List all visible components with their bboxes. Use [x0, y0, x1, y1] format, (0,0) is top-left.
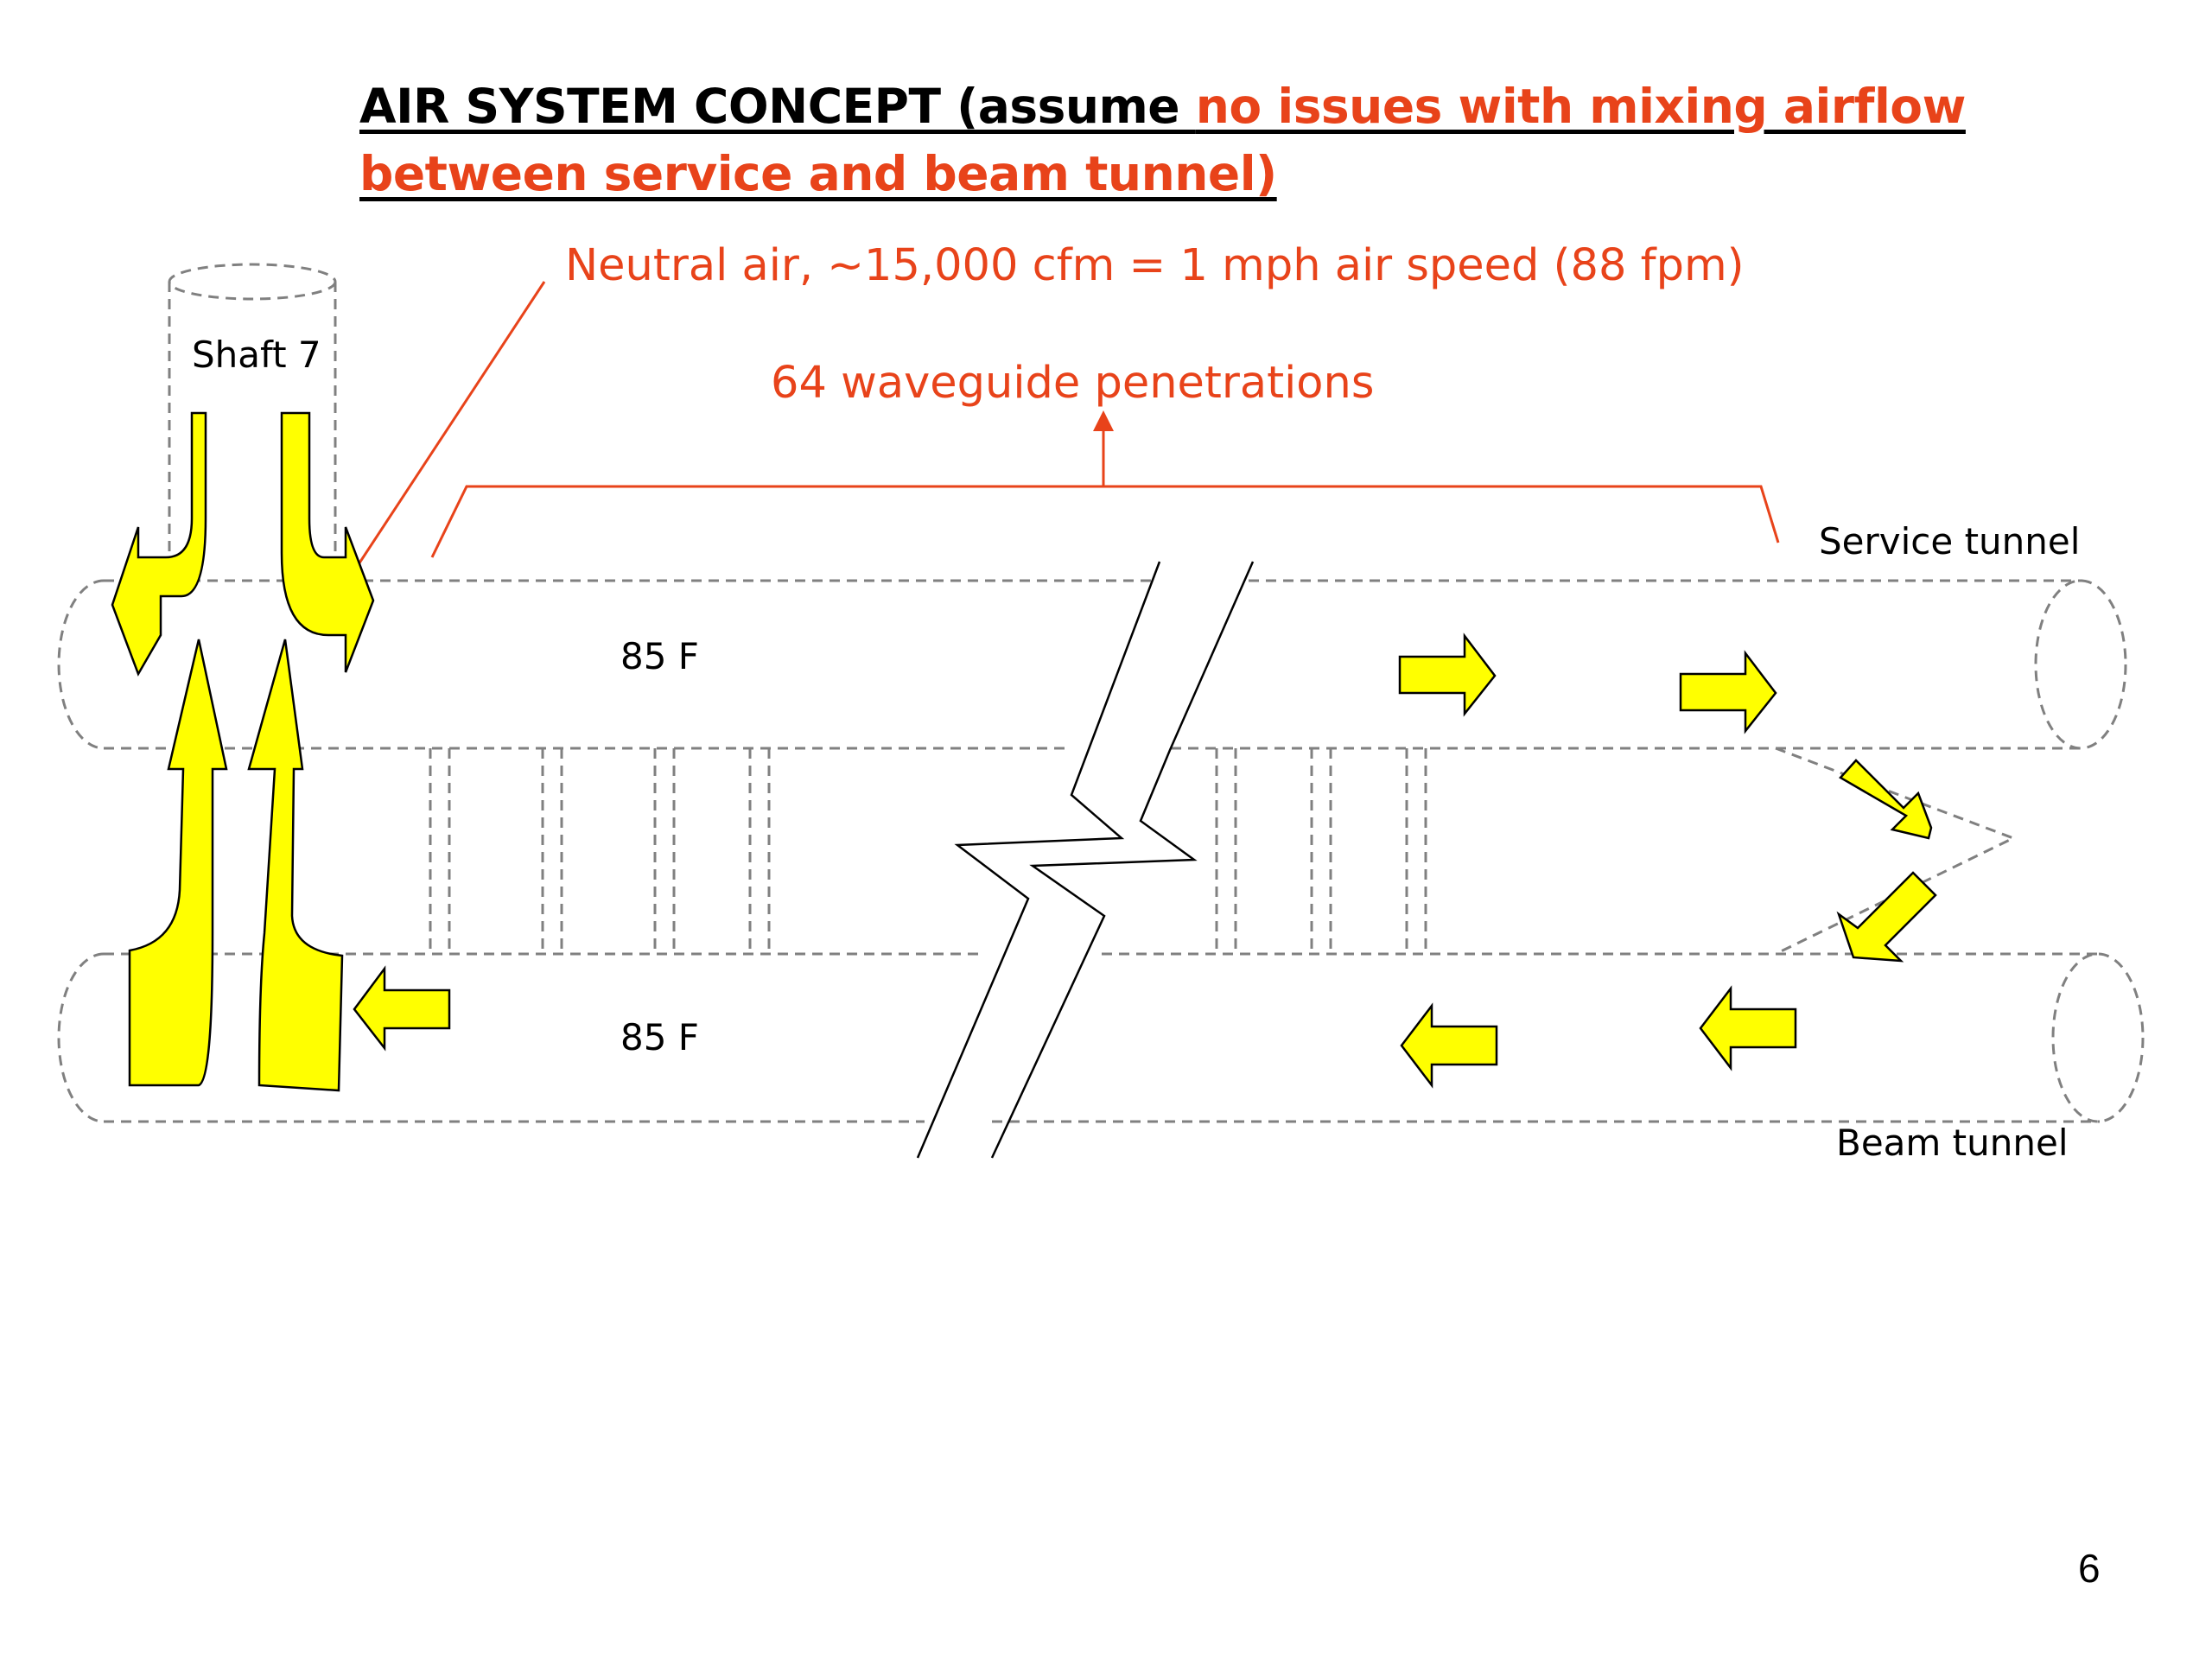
- shaft-label: Shaft 7: [192, 334, 321, 376]
- crossover-arrow-down-right: [1839, 759, 1933, 840]
- waveguide-bracket: [430, 410, 1780, 558]
- beam-tunnel-arrow-left: [353, 965, 451, 1052]
- service-temp-label: 85 F: [620, 635, 699, 677]
- waveguide-penetrations: [429, 748, 1427, 954]
- service-tunnel-arrow-right-2: [1679, 650, 1777, 734]
- service-tunnel-arrow-right-1: [1398, 632, 1497, 717]
- waveguide-annotation: 64 waveguide penetrations: [771, 358, 1375, 409]
- beam-tunnel-arrow-left-2: [1699, 985, 1797, 1071]
- shaft-7: [168, 263, 337, 581]
- neutral-air-pointer: [333, 281, 546, 604]
- title-black-part: AIR SYSTEM CONCEPT (assume: [359, 79, 1196, 134]
- beam-tunnel-label: Beam tunnel: [1836, 1122, 2069, 1164]
- beam-tunnel: [57, 952, 2145, 1123]
- neutral-air-annotation: Neutral air, ~15,000 cfm = 1 mph air spe…: [565, 240, 1745, 291]
- title-red-part: no issues with mixing airflow between se…: [359, 79, 1966, 201]
- service-tunnel-label: Service tunnel: [1819, 520, 2081, 563]
- break-symbol: [916, 561, 1255, 1159]
- page-number: 6: [2078, 1546, 2101, 1591]
- crossover-arrow-down-left: [1836, 871, 1937, 963]
- shaft-inflow-right-arrow: [247, 639, 344, 1092]
- beam-tunnel-arrow-left-3: [1400, 1002, 1498, 1089]
- slide-title: AIR SYSTEM CONCEPT (assume no issues wit…: [359, 73, 2053, 207]
- shaft-inflow-left-arrow: [128, 639, 228, 1087]
- shaft-outflow-left-arrow: [111, 411, 207, 677]
- beam-temp-label: 85 F: [620, 1016, 699, 1058]
- shaft-outflow-right-arrow: [280, 411, 375, 673]
